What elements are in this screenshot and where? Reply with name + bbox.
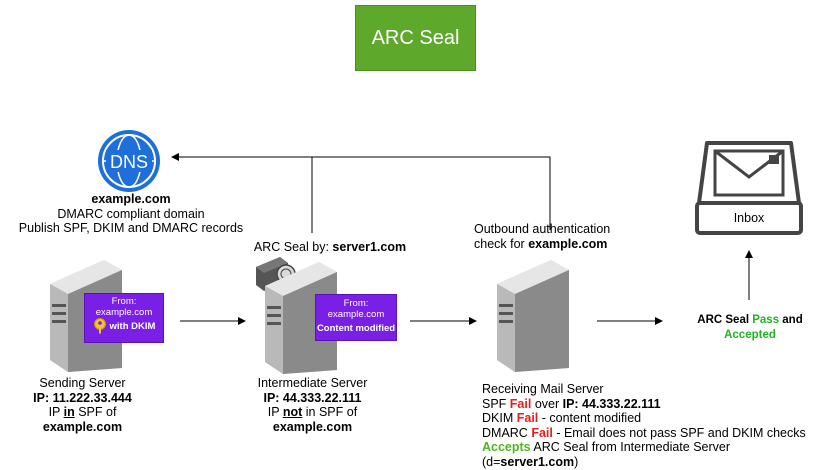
inbox-label: Inbox	[733, 211, 765, 225]
arc-result-prefix: ARC Seal	[697, 314, 753, 326]
dns-label: example.com DMARC compliant domain Publi…	[6, 192, 256, 236]
arc-accepted-word: Accepted	[724, 328, 776, 341]
inbox-icon: Inbox	[693, 137, 805, 237]
receiving-server-label: Receiving Mail Server SPF Fail over IP: …	[482, 382, 827, 470]
intermediate-server-domain: example.com	[272, 419, 353, 434]
outbound-line1: Outbound authentication	[474, 222, 611, 236]
sending-spf-word: in	[63, 405, 75, 419]
accepts-suffix: ARC Seal from Intermediate Server	[530, 440, 731, 455]
dns-line1: DMARC compliant domain	[57, 206, 205, 221]
intermediate-spf-suffix: in SPF of	[302, 405, 358, 419]
dkim-prefix: DKIM	[482, 411, 517, 426]
accepts-word: Accepts	[482, 440, 531, 455]
dmarc-prefix: DMARC	[482, 425, 532, 440]
intermediate-envelope-from: From:	[343, 298, 369, 309]
arc-seal-by-prefix: ARC Seal by:	[253, 240, 333, 254]
intermediate-server-label: Intermediate Server IP: 44.333.22.111 IP…	[230, 376, 395, 434]
d-prefix: (d=	[482, 454, 501, 469]
title-box: ARC Seal	[355, 5, 476, 71]
arc-pass-word: Pass	[752, 314, 780, 326]
outbound-domain: example.com	[528, 236, 608, 251]
dmarc-status: Fail	[531, 425, 553, 440]
sending-spf-prefix: IP	[48, 405, 64, 419]
spf-status: Fail	[509, 396, 532, 411]
spf-ip: IP: 44.333.22.111	[562, 396, 661, 411]
dkim-key-icon	[93, 318, 107, 334]
dns-lookup-line	[171, 153, 551, 230]
title-text: ARC Seal	[371, 26, 460, 49]
d-suffix: )	[574, 454, 579, 469]
spf-mid: over	[531, 396, 563, 411]
intermediate-spf-prefix: IP	[267, 405, 283, 419]
intermediate-server-name: Intermediate Server	[257, 376, 368, 390]
sending-envelope: From: example.com with DKIM	[84, 293, 164, 343]
sending-server-ip: IP: 11.222.33.444	[33, 390, 132, 405]
dkim-suffix: - content modified	[538, 411, 642, 426]
outbound-line2-prefix: check for	[474, 236, 529, 251]
sending-envelope-from: From:	[111, 296, 137, 307]
sending-envelope-dkim: with DKIM	[109, 320, 156, 332]
dns-line2: Publish SPF, DKIM and DMARC records	[18, 221, 244, 235]
sending-server-label: Sending Server IP: 11.222.33.444 IP in S…	[0, 376, 165, 434]
dkim-status: Fail	[516, 411, 539, 426]
dns-domain: example.com	[91, 192, 171, 206]
sending-spf-suffix: SPF of	[74, 405, 117, 419]
intermediate-spf-word: not	[282, 405, 303, 419]
outbound-check-label: Outbound authentication check for exampl…	[474, 222, 664, 251]
sending-envelope-domain: example.com	[95, 307, 153, 318]
sending-server-domain: example.com	[42, 419, 123, 434]
dns-icon-text: DNS	[110, 152, 148, 172]
sending-server-name: Sending Server	[39, 376, 126, 390]
intermediate-envelope-domain: example.com	[327, 309, 385, 320]
intermediate-server-ip: IP: 44.333.22.111	[263, 390, 362, 405]
arc-seal-server: server1.com	[332, 240, 407, 254]
dmarc-suffix: - Email does not pass SPF and DKIM check…	[552, 425, 806, 440]
intermediate-envelope-note: Content modified	[316, 323, 396, 334]
receiving-server-icon	[497, 260, 569, 372]
intermediate-server-icon	[265, 262, 337, 374]
dns-icon: DNS	[96, 128, 162, 194]
intermediate-envelope: From: example.com Content modified	[315, 294, 397, 341]
d-value: server1.com	[500, 454, 575, 469]
spf-prefix: SPF	[482, 396, 510, 411]
arc-and-word: and	[779, 314, 803, 326]
arc-seal-by-label: ARC Seal by: server1.com	[240, 240, 420, 255]
arc-result-label: ARC Seal Pass and Accepted	[676, 313, 824, 342]
receiving-server-name: Receiving Mail Server	[482, 382, 604, 396]
